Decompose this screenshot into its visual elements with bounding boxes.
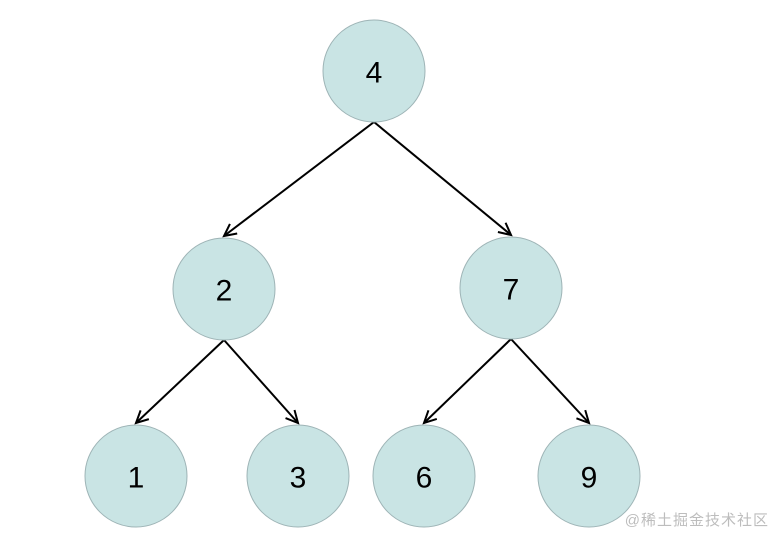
tree-node-label: 4 [366, 57, 383, 90]
tree-node-label: 7 [503, 274, 520, 307]
tree-node-circle [537, 424, 641, 528]
tree-edge-2-3 [223, 339, 300, 425]
tree-node-circle [84, 424, 188, 528]
edges-layer [134, 121, 591, 425]
tree-node-1: 1 [84, 424, 188, 528]
tree-edge-4-2 [222, 121, 375, 238]
tree-node-label: 2 [216, 275, 233, 308]
tree-node-circle [372, 424, 476, 528]
tree-node-9: 9 [537, 424, 641, 528]
tree-edge-7-9 [510, 338, 591, 425]
tree-node-circle [322, 19, 426, 123]
tree-node-circle [172, 237, 276, 341]
tree-node-3: 3 [246, 424, 350, 528]
tree-node-circle [246, 424, 350, 528]
tree-node-circle [459, 236, 563, 340]
tree-node-label: 6 [416, 462, 433, 495]
tree-edge-2-1 [134, 339, 225, 425]
tree-node-label: 9 [581, 462, 598, 495]
tree-node-4: 4 [322, 19, 426, 123]
tree-edge-7-6 [422, 338, 512, 425]
tree-node-2: 2 [172, 237, 276, 341]
tree-node-label: 3 [290, 462, 307, 495]
nodes-layer: 4 2 7 1 3 6 9 [84, 19, 641, 528]
tree-edge-4-7 [373, 121, 513, 237]
tree-node-label: 1 [128, 462, 145, 495]
tree-node-7: 7 [459, 236, 563, 340]
tree-node-6: 6 [372, 424, 476, 528]
